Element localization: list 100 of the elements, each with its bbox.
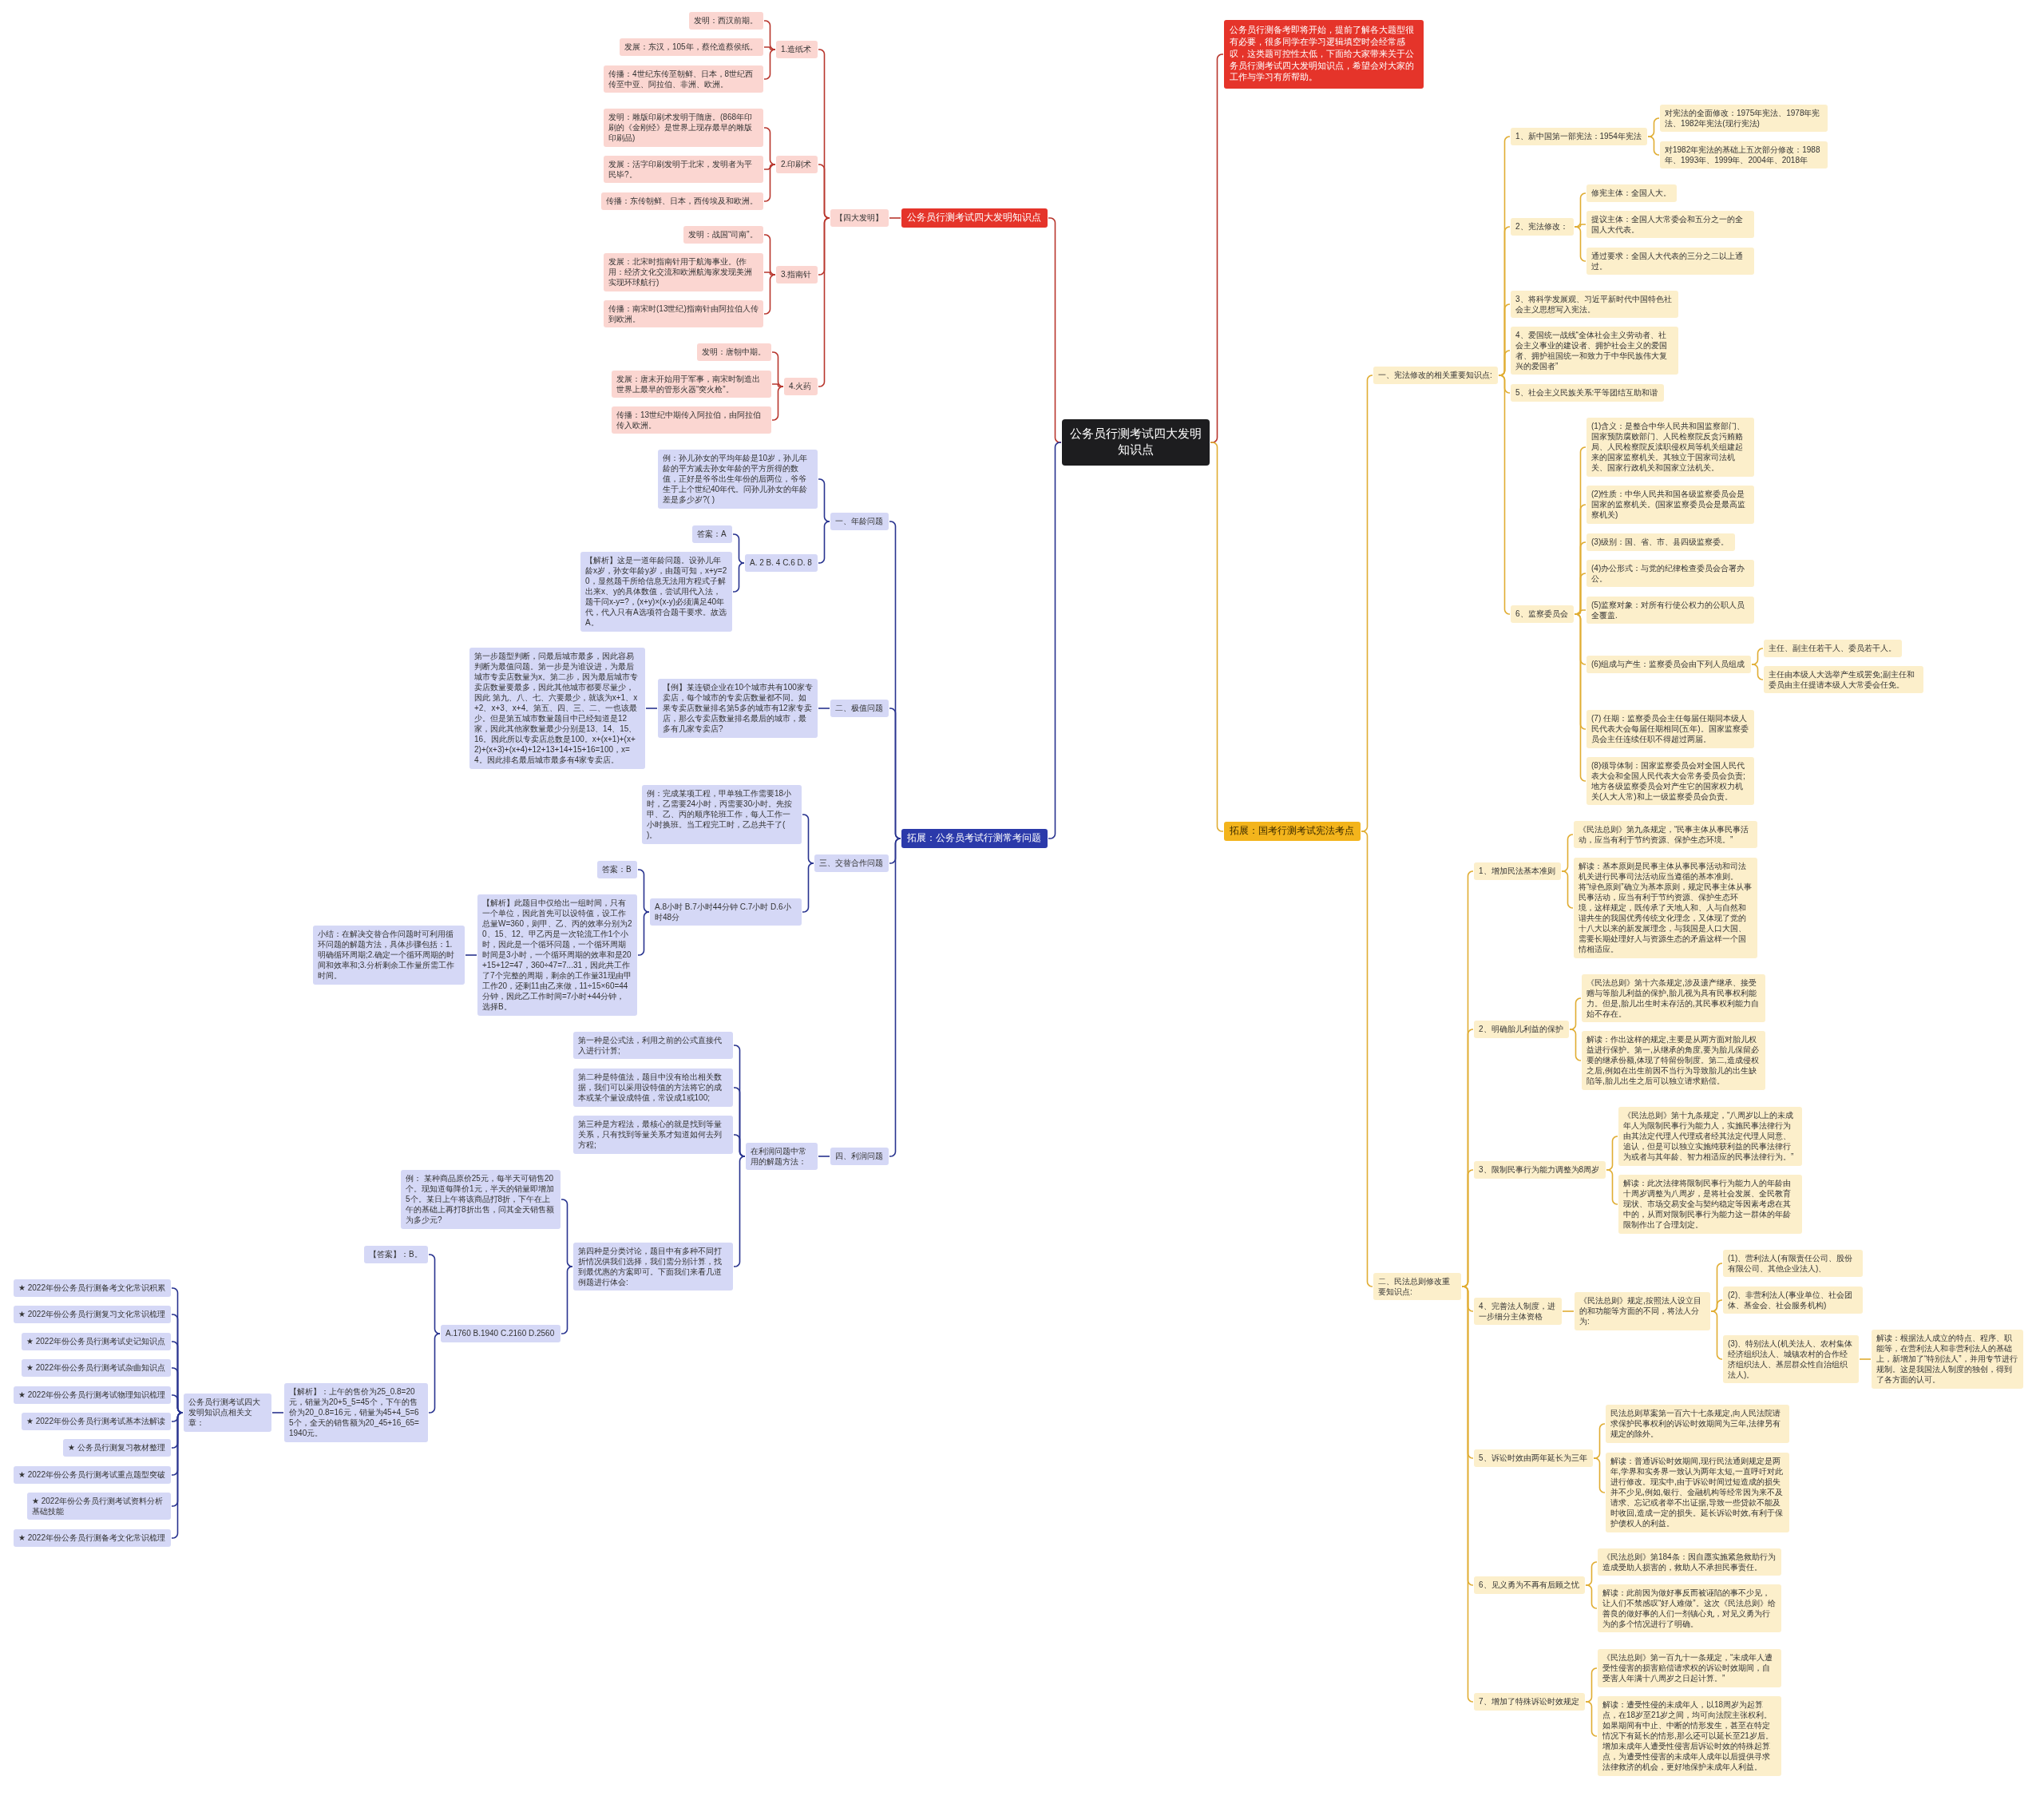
subtopic: 6、见义勇为不再有后顾之忧 [1474,1576,1585,1594]
subtopic: 解读：作出这样的规定,主要是从两方面对胎儿权益进行保护。第一,从继承的角度,要为胎儿保留必要的继承份额,体现了特留份制度。第二,造成侵权之后,例如在出生前因不当行为导致胎儿的出生缺陷等,胎儿出生之后可以独立请求赔偿。 [1582,1031,1765,1090]
connector-line [889,217,901,219]
subtopic: 主任由本级人大选举产生或罢免;副主任和委员由主任提请本级人大常委会任免。 [1764,666,1923,693]
subtopic: 对1982年宪法的基础上五次部分修改：1988年、1993年、1999年、2004年、2018年 [1660,141,1828,168]
connector-line [428,1333,441,1413]
subtopic: 公务员行测考试四大发明知识点相关文章： [184,1394,271,1432]
subtopic: ★ 2022年份公务员行测考试资料分析基础技能 [27,1493,171,1520]
subtopic: 5、诉讼时效由两年延长为三年 [1474,1449,1593,1467]
connector-line [1561,870,1574,909]
subtopic: ★ 公务员行测复习教材整理 [63,1439,171,1457]
subtopic: (2)性质：中华人民共和国各级监察委员会是国家的监察机关。(国家监察委员会是最高监察机关) [1586,486,1754,524]
subtopic: 三、交替合作问题 [814,854,889,872]
connector-line [732,562,745,593]
main-topic: 拓展：国考行测考试宪法考点 [1224,822,1361,841]
subtopic: 第一种是公式法，利用之前的公式直接代入进行计算; [573,1032,733,1059]
subtopic: 第四种是分类讨论，题目中有多种不同打折情况供我们选择，我们需分别计算，找到最优惠的方案即可。下面我们来看几道例题进行体会: [573,1243,733,1291]
subtopic: 二、民法总则修改重要知识点: [1373,1273,1461,1300]
main-topic: 公务员行测备考即将开始，提前了解各大题型很有必要，很多同学在学习逻辑填空时会经常感叹，这类题可控性太低，下面给大家带来关于公务员行测考试四大发明知识点，希望会对大家的工作与学习有所帮助。 [1224,20,1424,89]
subtopic: 传播：4世纪东传至朝鲜、日本，8世纪西传至中亚、阿拉伯、非洲、欧洲。 [604,65,763,93]
subtopic: 发展：东汉，105年，蔡伦造蔡侯纸。 [620,38,763,56]
connector-line [171,1412,184,1539]
subtopic: 4、完善法人制度，进一步细分主体资格 [1474,1298,1562,1325]
subtopic: 修宪主体：全国人大。 [1586,184,1677,202]
subtopic: 《民法总则》第十六条规定,涉及遗产继承、接受赠与等胎儿利益的保护,胎儿视为具有民事权利能力。但是,胎儿出生时未存活的,其民事权利能力自始不存在。 [1582,974,1765,1022]
main-topic: 拓展：公务员考试行测常考问题 [901,829,1048,848]
subtopic: 3、将科学发展观、习近平新时代中国特色社会主义思想写入宪法。 [1511,291,1678,318]
subtopic: 解读：根据法人成立的特点、程序、职能等，在营利法人和非营利法人的基础上，新增加了“特别法人”，并用专节进行规制。这是我国法人制度的独创，得到了各方面的认可。 [1872,1330,2023,1389]
subtopic: 《民法总则》第十九条规定，“八周岁以上的未成年人为限制民事行为能力人，实施民事法律行为由其法定代理人代理或者经其法定代理人同意、追认，但是可以独立实施纯获利益的民事法律行为或者与其年龄、智力相适应的民事法律行为。” [1618,1107,1802,1166]
subtopic: 在利润问题中常用的解题方法： [746,1143,818,1170]
connector-line [1647,136,1660,156]
connector-line [1593,1457,1606,1493]
central-topic: 公务员行测考试四大发明知识点 [1062,419,1210,466]
subtopic: 1、增加民法基本准则 [1474,862,1561,880]
subtopic: 2、宪法修改： [1511,218,1574,236]
connector-line [732,533,745,564]
subtopic: 2、明确胎儿利益的保护 [1474,1021,1569,1038]
subtopic: 对宪法的全面修改：1975年宪法、1978年宪法、1982年宪法(现行宪法) [1660,105,1828,132]
subtopic: 1.造纸术 [776,41,818,58]
subtopic: (6)组成与产生：监察委员会由下列人员组成 [1586,656,1751,673]
subtopic: 主任、副主任若干人、委员若干人。 [1764,640,1902,657]
connector-line [1569,1029,1582,1061]
subtopic: 4.火药 [784,378,818,395]
connector-line [889,838,901,1157]
subtopic: 解读：此次法律将限制民事行为能力人的年龄由十周岁调整为八周岁，是将社会发展、全民教育现状、市场交易安全与契约稳定等因素考虑在其中的，从而对限制民事行为能力这一群体的年龄限制作出了合理划定。 [1618,1175,1802,1234]
connector-line [1210,442,1224,832]
subtopic: 5、社会主义民族关系:平等团结互助和谐 [1511,384,1664,402]
subtopic: 传播：东传朝鲜、日本，西传埃及和欧洲。 [601,192,763,210]
subtopic: 四、利润问题 [830,1148,889,1165]
connector-line [1710,1310,1723,1360]
subtopic: 提议主体：全国人大常委会和五分之一的全国人大代表。 [1586,211,1754,238]
subtopic: 第三种是方程法，最核心的就是找到等量关系，只有找到等量关系才知道如何去列方程; [573,1116,733,1154]
connector-line [637,869,650,913]
subtopic: 解读：普通诉讼时效期间,现行民法通则规定是两年,学界和实务界一致认为两年太短,一直呼吁对此进行修改。现实中,由于诉讼时间过短造成的损失并不少见,例如,银行、金融机构等经常因为来不及请求、忘记或者举不出证据,导致一些贷款不能及时收回,造成一定的损失。延长诉讼时效,有利于保护债权人的利益。 [1606,1453,1789,1532]
main-topic: 公务员行测考试四大发明知识点 [901,208,1048,228]
subtopic: 《民法总则》第一百九十一条规定，“未成年人遭受性侵害的损害赔偿请求权的诉讼时效期间，自受害人年满十八周岁之日起计算。” [1598,1649,1781,1687]
connector-line [771,383,784,387]
subtopic: 《民法总则》第184条：因自愿实施紧急救助行为造成受助人损害的，救助人不承担民事责任。 [1598,1548,1781,1576]
connector-line [763,164,776,202]
connector-line [271,1412,284,1413]
connector-line [561,1199,573,1267]
subtopic: 4、爱国统一战线“全体社会主义劳动者、社会主义事业的建设者、拥护社会主义的爱国者、拥护祖国统一和致力于中华民族伟大复兴的爱国者” [1511,327,1678,375]
subtopic: 发明：雕版印刷术发明于隋唐。(868年印刷的《金刚经》是世界上现存最早的雕版印刷品) [604,109,763,147]
subtopic: A.1760 B.1940 C.2160 D.2560 [441,1325,561,1342]
subtopic: 解读：基本原则是民事主体从事民事活动和司法机关进行民事司法活动应当遵循的基本准则。将“绿色原则”确立为基本原则，规定民事主体从事民事活动，应当有利于节约资源、保护生态环境，这样规定，既传承了天地人和、人与自然和谐共生的我国优秀传统文化理念，又体现了党的十八大以来的新发展理念，与我国是人口大国、需要长期处理好人与资源生态的矛盾这样一个国情相适应。 [1574,858,1757,958]
connector-line [428,1254,441,1334]
subtopic: 发明：战国“司南”。 [683,226,763,244]
connector-line [763,274,776,315]
subtopic: 传播：南宋时(13世纪)指南针由阿拉伯人传到欧洲。 [604,300,763,327]
subtopic: 例：孙儿孙女的平均年龄是10岁，孙儿年龄的平方减去孙女年龄的平方所得的数值，正好是爷爷出生年份的后两位，爷爷生于上个世纪40年代。问孙儿孙女的年龄差是多少岁?( ) [658,450,818,509]
subtopic: 例：完成某项工程，甲单独工作需要18小时，乙需要24小时，丙需要30小时。先按甲、乙、丙的顺序轮班工作，每人工作一小时换班。当工程完工时，乙总共干了( )。 [642,785,802,844]
subtopic: 例： 某种商品原价25元，每半天可销售20个。现知道每降价1元，半天的销量即增加5个。某日上午将该商品打8折，下午在上午的基础上再打8折出售，问其全天销售额为多少元? [401,1170,561,1229]
subtopic: 3.指南针 [776,266,818,283]
connector-line [561,1266,573,1334]
subtopic: 答案：A [692,525,732,543]
subtopic: 发展：唐末开始用于军事，南宋时制造出世界上最早的管形火器“突火枪”。 [612,371,771,398]
subtopic: 答案：B [597,861,637,878]
subtopic: 6、监察委员会 [1511,605,1574,623]
subtopic: 7、增加了特殊诉讼时效规定 [1474,1693,1585,1711]
subtopic: ★ 2022年份公务员行测考试重点题型突破 [14,1466,171,1484]
connector-line [889,708,901,839]
connector-line [171,1412,184,1422]
subtopic: 【解析】：上午的售价为25_0.8=20元，销量为20+5_5=45个，下午的售价为20_0.8=16元，销量为45+4_5=65个，全天的销售额为20_45+16_65=1940元。 [284,1383,428,1442]
connector-line [645,708,658,709]
connector-line [733,1156,746,1267]
connector-line [1574,226,1586,262]
connector-line [465,954,477,956]
subtopic: (3)、特别法人(机关法人、农村集体经济组织法人、城镇农村的合作经济组织法人、基层群众性自治组织法人)。 [1723,1335,1859,1383]
subtopic: 发明：唐朝中期。 [697,343,771,361]
connector-line [1751,664,1764,680]
subtopic: (8)领导体制：国家监察委员会对全国人民代表大会和全国人民代表大会常务委员会负责;地方各级监察委员会对产生它的国家权力机关(人大人常)和上一级监察委员会负责。 [1586,757,1754,805]
connector-line [818,521,830,564]
subtopic: 发明：西汉前期。 [689,12,763,30]
subtopic: 1、新中国第一部宪法：1954年宪法 [1511,128,1647,145]
subtopic: 通过要求：全国人大代表的三分之二以上通过。 [1586,248,1754,275]
connector-line [802,862,814,913]
subtopic: 【答案】：B。 [364,1246,428,1263]
subtopic: ★ 2022年份公务员行测考试基本法解读 [22,1413,171,1430]
subtopic: ★ 2022年份公务员行测复习文化常识梳理 [14,1306,171,1323]
subtopic: (5)监察对象：对所有行使公权力的公职人员全覆盖. [1586,597,1754,624]
